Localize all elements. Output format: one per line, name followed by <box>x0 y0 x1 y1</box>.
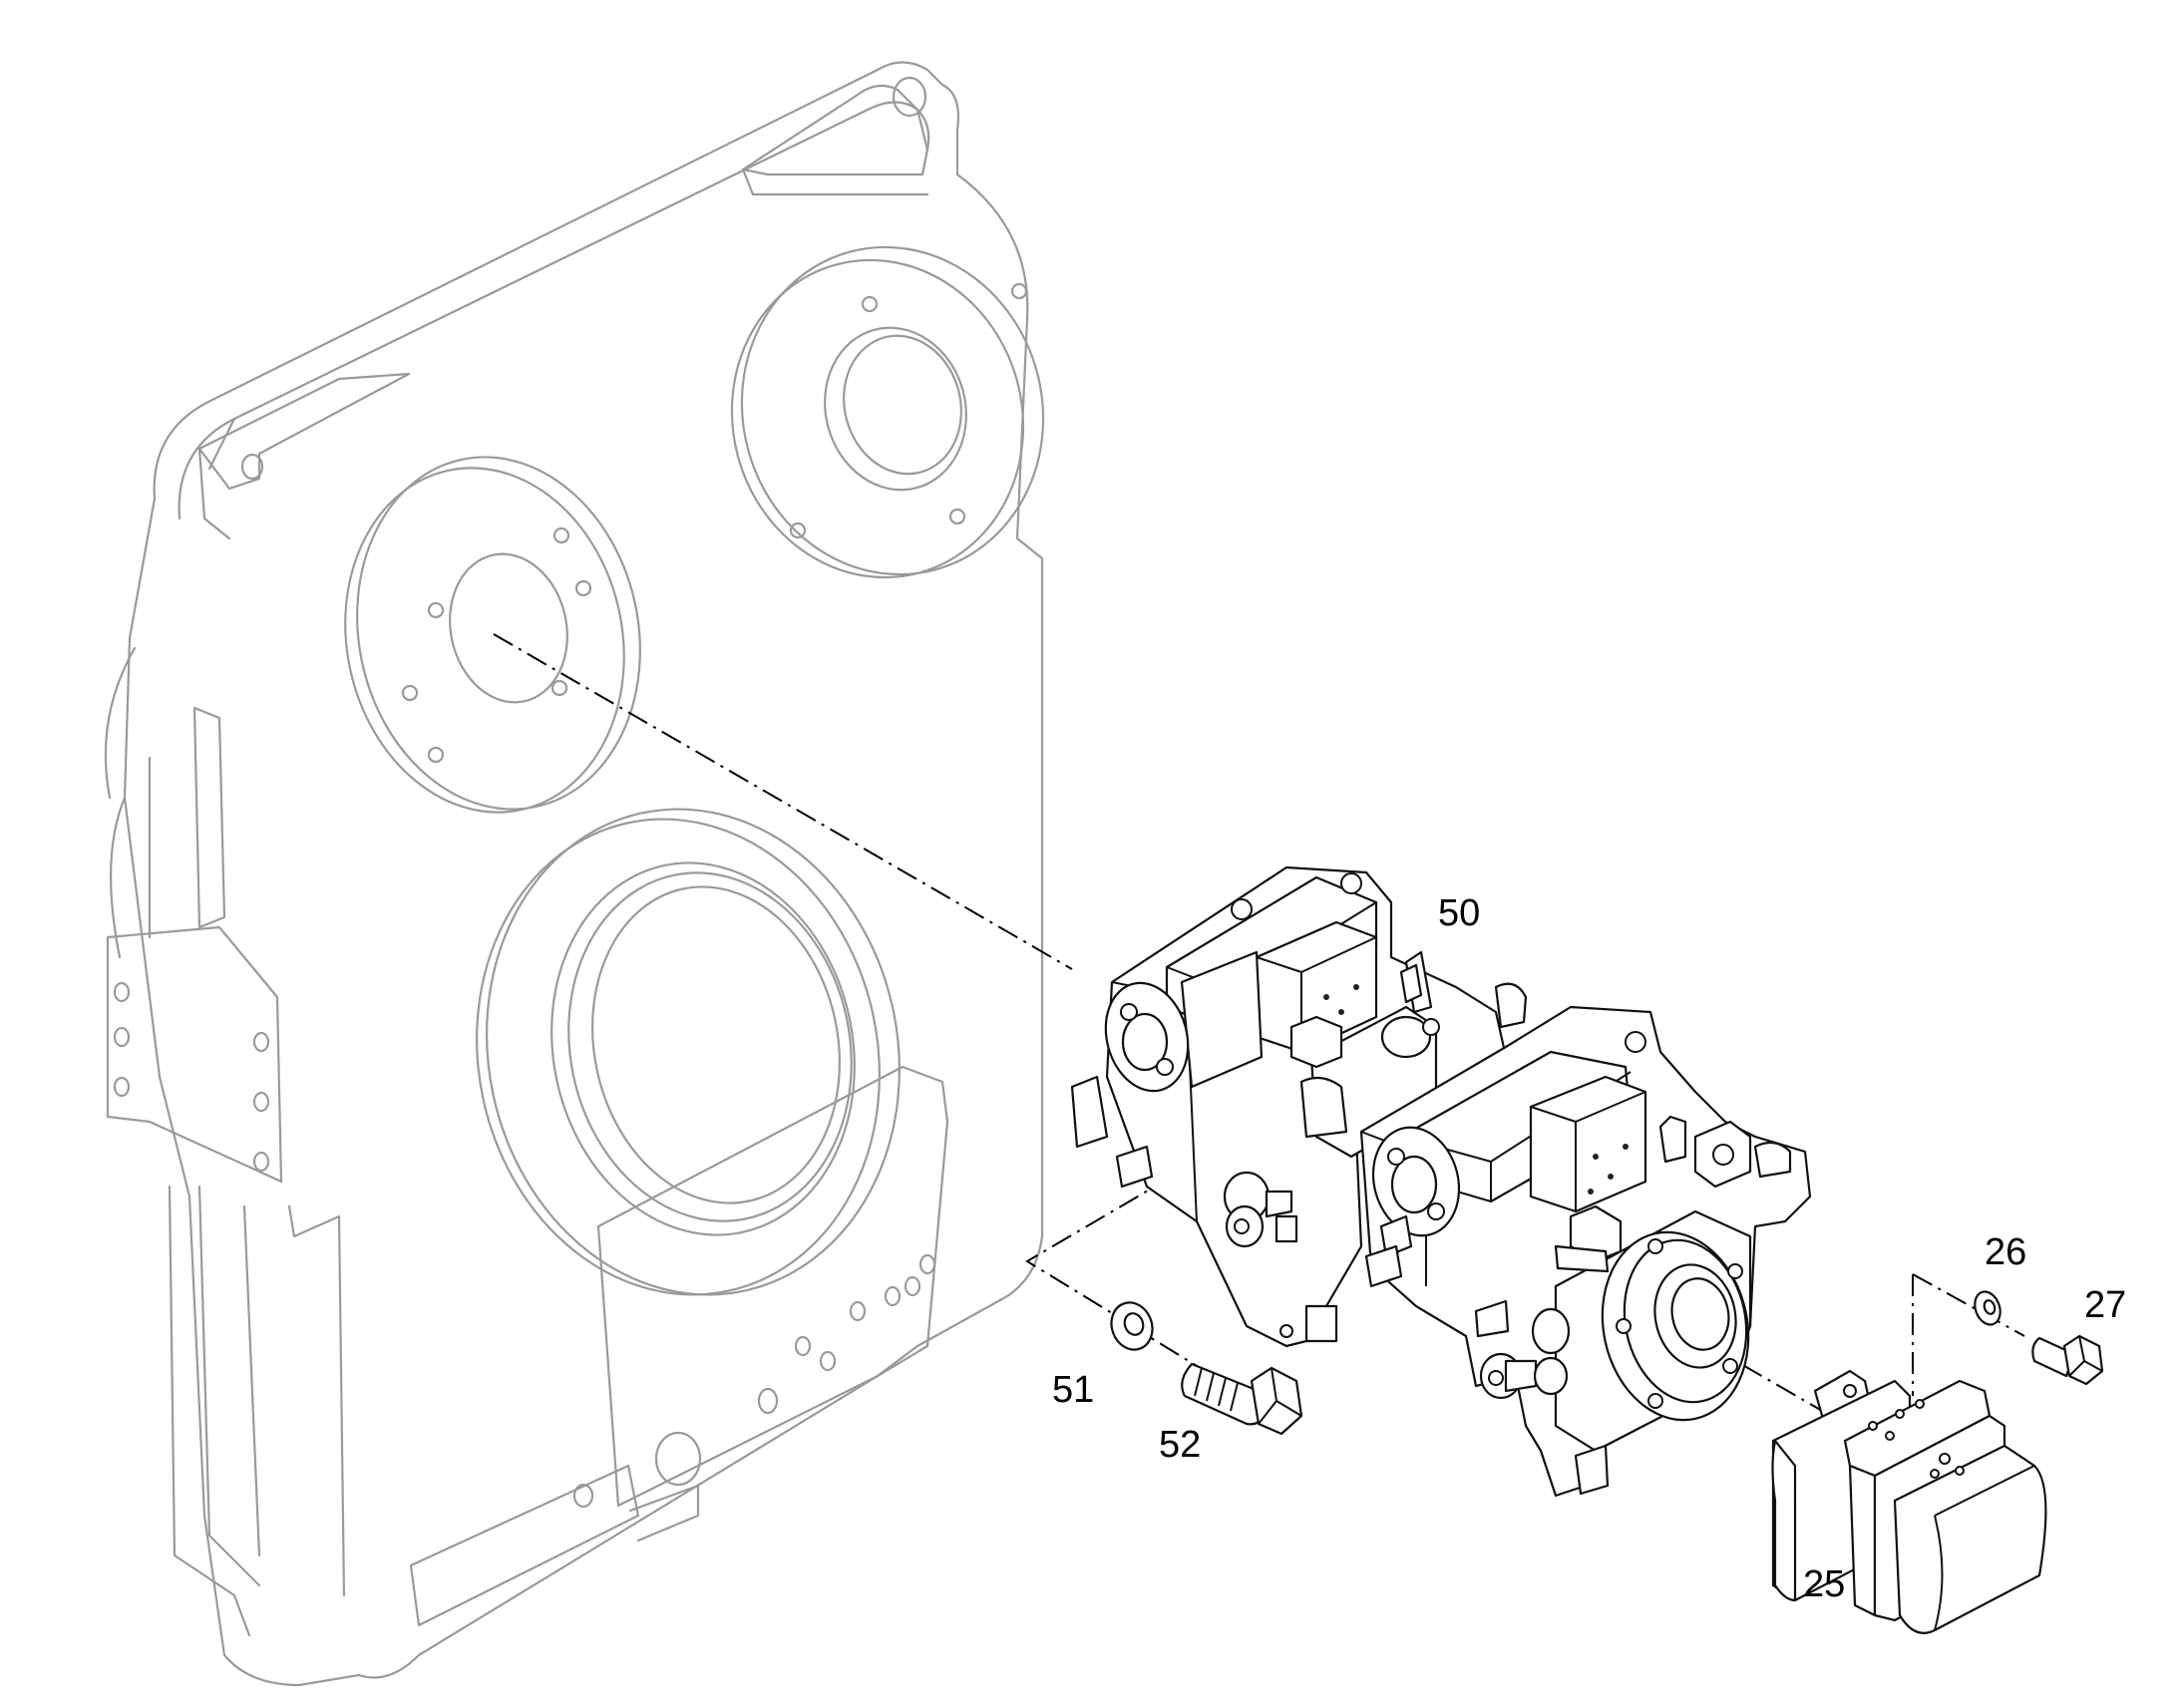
callout-52: 52 <box>1159 1424 1202 1466</box>
bolt-52 <box>1181 1362 1303 1436</box>
leader-lines <box>493 633 2025 1424</box>
pump-assembly-50 <box>1070 865 1812 1498</box>
washer-51 <box>1110 1301 1154 1351</box>
callout-27: 27 <box>2084 1284 2127 1326</box>
bolt-27 <box>2031 1334 2104 1386</box>
gear-housing <box>104 61 1045 1687</box>
washer-26 <box>1974 1290 2001 1326</box>
callout-51: 51 <box>1052 1369 1095 1411</box>
gear-pump-25 <box>1771 1369 2047 1634</box>
callout-25: 25 <box>1803 1563 1846 1605</box>
callout-26: 26 <box>1985 1231 2027 1273</box>
callout-50: 50 <box>1438 892 1481 934</box>
